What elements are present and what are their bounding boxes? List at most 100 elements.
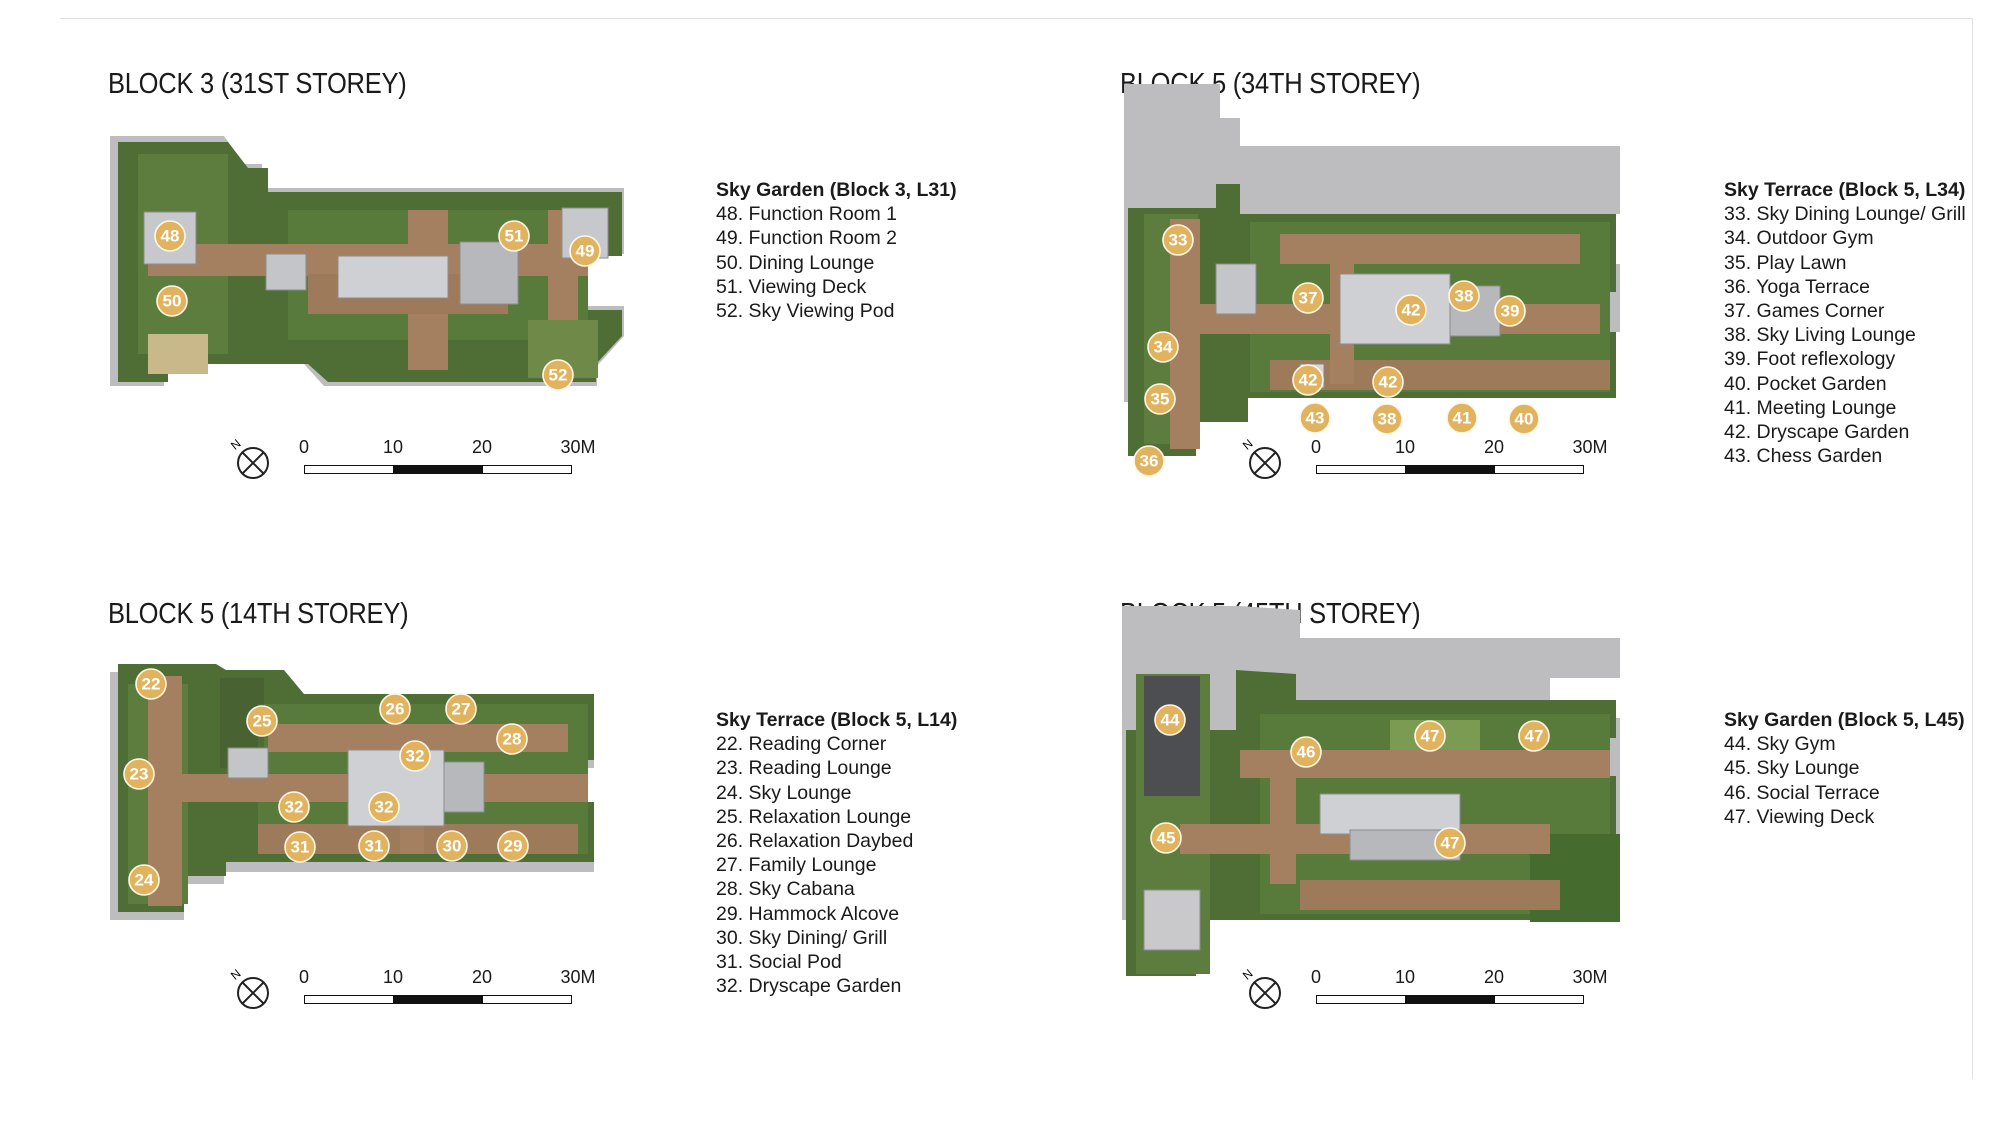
scale-label: 10	[1394, 967, 1416, 987]
scale-segment	[1494, 465, 1584, 474]
legend-item: 28. Sky Cabana	[716, 878, 855, 901]
marker-47: 47	[1434, 827, 1466, 859]
marker-32: 32	[278, 791, 310, 823]
svg-text:39: 39	[1501, 302, 1520, 321]
legend-item: 44. Sky Gym	[1724, 733, 1836, 756]
legend-item: 29. Hammock Alcove	[716, 902, 900, 925]
panel-title: BLOCK 3 (31ST STOREY)	[108, 68, 407, 100]
legend-item: 27. Family Lounge	[716, 854, 877, 877]
marker-48: 48	[154, 220, 186, 252]
legend: Sky Terrace (Block 5, L34) 33. Sky Dinin…	[1724, 178, 1966, 468]
marker-26: 26	[379, 693, 411, 725]
floor-plan: 33 37 42 38 39 34 42 42 35 43 38 41 40 3…	[1120, 84, 1640, 477]
floor-plan-drawing: 44 47 47 46 45 47	[1122, 606, 1620, 976]
marker-44: 44	[1154, 704, 1186, 736]
floor-plan-drawing: 33 37 42 38 39 34 42 42 35 43 38 41 40 3…	[1124, 84, 1620, 477]
legend-item: 24. Sky Lounge	[716, 781, 852, 804]
scale-label: 30M	[1572, 967, 1608, 987]
marker-50: 50	[156, 285, 188, 317]
legend-item: 40. Pocket Garden	[1724, 372, 1887, 395]
legend-title: Sky Terrace (Block 5, L34)	[1724, 179, 1966, 201]
legend-item: 26. Relaxation Daybed	[716, 830, 914, 853]
scale-label: 20	[471, 967, 493, 987]
marker-30: 30	[436, 830, 468, 862]
svg-text:29: 29	[504, 837, 523, 856]
north-arrow-icon: N	[1240, 436, 1281, 479]
scale-label: 10	[1394, 437, 1416, 457]
svg-text:33: 33	[1169, 231, 1188, 250]
marker-24: 24	[128, 864, 160, 896]
legend-item: 25. Relaxation Lounge	[716, 805, 912, 828]
marker-42: 42	[1372, 366, 1404, 398]
svg-text:47: 47	[1441, 834, 1460, 853]
legend-item: 47. Viewing Deck	[1724, 805, 1875, 828]
marker-38: 38	[1448, 280, 1480, 312]
marker-34: 34	[1147, 331, 1179, 363]
svg-text:50: 50	[163, 292, 182, 311]
marker-29: 29	[497, 830, 529, 862]
marker-49: 49	[569, 235, 601, 267]
svg-text:32: 32	[406, 747, 425, 766]
floor-plan: 48 49 50 51 52	[108, 124, 628, 414]
svg-text:26: 26	[386, 700, 405, 719]
scale-bar: 0 10 20 30M	[1311, 967, 1616, 1007]
marker-47: 47	[1414, 720, 1446, 752]
floor-plan-drawing: 22 25 26 27 28 32 23 32 32 31 31 30 29 2…	[110, 664, 594, 920]
legend-item: 31. Social Pod	[716, 951, 842, 974]
svg-text:31: 31	[291, 838, 310, 857]
panel-block5-34th-storey: BLOCK 5 (34TH STOREY) 33 37 42 38 39 34	[1120, 68, 2000, 588]
legend-item: 45. Sky Lounge	[1724, 757, 1860, 780]
scale-label: 30M	[560, 437, 596, 457]
marker-38: 38	[1371, 403, 1403, 435]
scale-segment	[1405, 995, 1495, 1004]
legend: Sky Garden (Block 5, L45) 44. Sky Gym 45…	[1724, 708, 1965, 829]
legend-item: 41. Meeting Lounge	[1724, 396, 1897, 419]
scale-label: 20	[1483, 437, 1505, 457]
panel-block5-14th-storey: BLOCK 5 (14TH STOREY) 22 25 26 27 28 32	[108, 598, 1098, 1118]
marker-23: 23	[123, 758, 155, 790]
scale-label: 30M	[560, 967, 596, 987]
marker-46: 46	[1290, 736, 1322, 768]
scale-segment	[393, 995, 483, 1004]
legend-item: 37. Games Corner	[1724, 300, 1885, 323]
marker-47: 47	[1518, 720, 1550, 752]
north-arrow-icon: N	[228, 436, 269, 479]
marker-36: 36	[1133, 445, 1165, 477]
svg-text:40: 40	[1515, 410, 1534, 429]
marker-25: 25	[246, 705, 278, 737]
marker-45: 45	[1150, 822, 1182, 854]
svg-text:38: 38	[1378, 410, 1397, 429]
marker-35: 35	[1144, 383, 1176, 415]
svg-text:46: 46	[1297, 743, 1316, 762]
scale-label: 0	[1310, 967, 1322, 987]
legend-item: 36. Yoga Terrace	[1724, 275, 1871, 298]
marker-42: 42	[1292, 364, 1324, 396]
svg-text:N: N	[1240, 966, 1256, 982]
legend: Sky Terrace (Block 5, L14) 22. Reading C…	[716, 708, 957, 998]
marker-39: 39	[1494, 295, 1526, 327]
marker-32: 32	[399, 740, 431, 772]
marker-41: 41	[1446, 402, 1478, 434]
svg-text:38: 38	[1455, 287, 1474, 306]
svg-text:N: N	[1240, 436, 1256, 452]
marker-22: 22	[135, 668, 167, 700]
svg-text:43: 43	[1306, 409, 1325, 428]
svg-text:52: 52	[549, 366, 568, 385]
svg-text:41: 41	[1453, 409, 1472, 428]
scale-segment	[1494, 995, 1584, 1004]
scale-segment	[1316, 995, 1406, 1004]
legend-item: 50. Dining Lounge	[716, 251, 875, 274]
legend-item: 23. Reading Lounge	[716, 757, 892, 780]
panel-title: BLOCK 5 (14TH STOREY)	[108, 598, 409, 630]
legend-item: 43. Chess Garden	[1724, 445, 1883, 468]
scale-bar: 0 10 20 30M	[1311, 437, 1616, 477]
legend-item: 38. Sky Living Lounge	[1724, 324, 1916, 347]
north-arrow-icon: N	[1240, 966, 1281, 1009]
svg-text:49: 49	[576, 242, 595, 261]
legend-item: 48. Function Room 1	[716, 203, 898, 226]
svg-text:48: 48	[161, 227, 180, 246]
legend-item: 49. Function Room 2	[716, 227, 898, 250]
marker-28: 28	[496, 723, 528, 755]
scale-segment	[304, 465, 394, 474]
scale-label: 10	[382, 967, 404, 987]
